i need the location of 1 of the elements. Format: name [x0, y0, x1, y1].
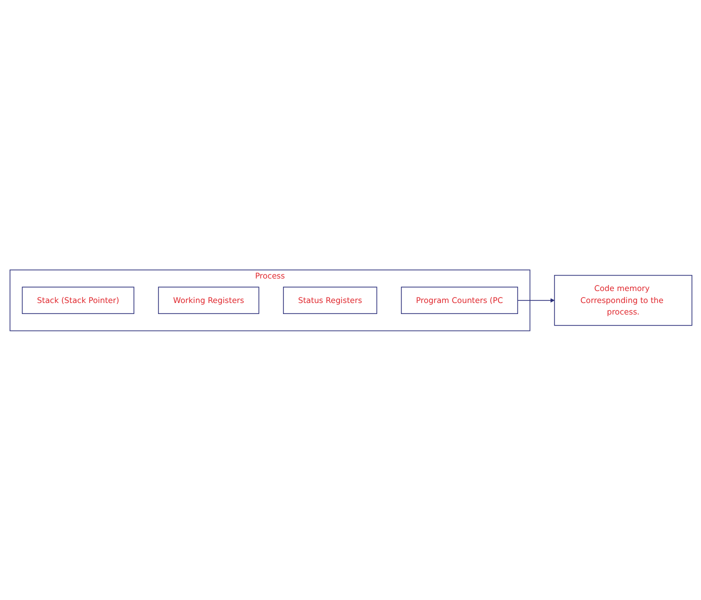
arrow [516, 298, 554, 302]
